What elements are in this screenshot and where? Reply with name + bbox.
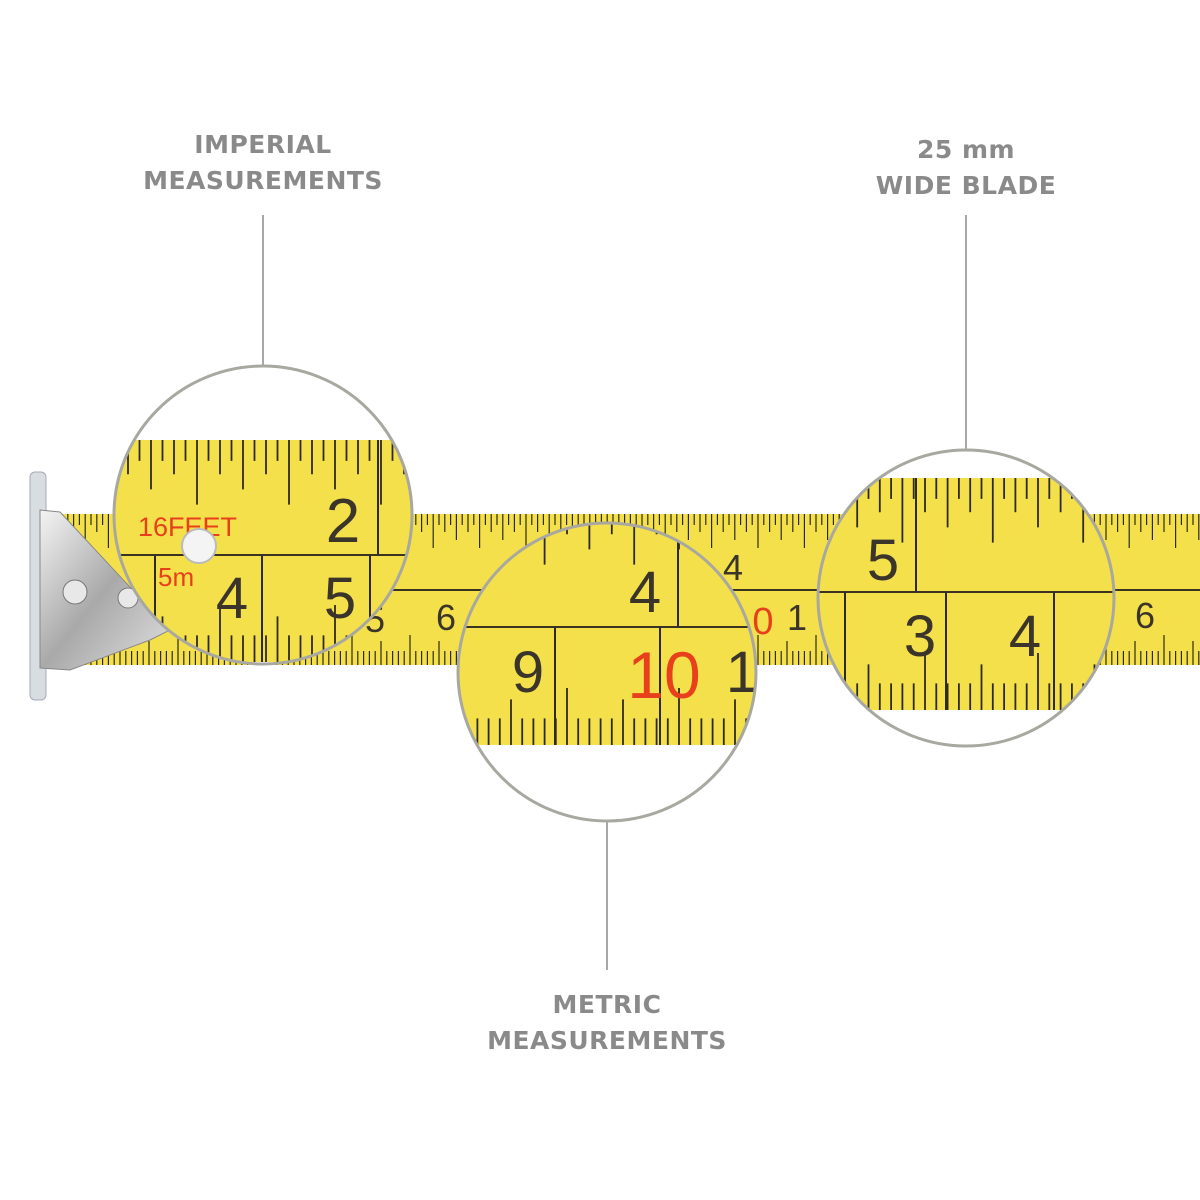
tape-number: 1 (726, 640, 758, 705)
tape-number: 4 (723, 547, 743, 588)
metric-callout-label: METRIC MEASUREMENTS (487, 987, 727, 1059)
tape-number: 5 (867, 528, 899, 593)
callout-line-2: WIDE BLADE (875, 171, 1057, 200)
length-text: 5m (158, 562, 194, 592)
tape-number: 4 (1009, 604, 1041, 669)
metric-zoom-circle: 4 9 10 1 (456, 521, 758, 823)
tape-number-red: 0 (752, 601, 773, 643)
tape-number: 9 (512, 640, 544, 705)
blade-callout-label: 25 mm WIDE BLADE (876, 132, 1057, 204)
tape-number: 5 (324, 566, 356, 631)
tape-hook (29, 471, 171, 701)
blade-zoom-circle: 5 3 4 (816, 448, 1116, 748)
tape-number: 4 (629, 560, 661, 625)
callout-line-1: METRIC (552, 990, 662, 1019)
callout-line-2: MEASUREMENTS (487, 1026, 727, 1055)
imperial-zoom-circle: 2 16FEET 5m 4 5 (112, 364, 414, 666)
tape-number: 2 (326, 487, 360, 556)
callout-line-2: MEASUREMENTS (143, 166, 383, 195)
tape-number: 1 (787, 597, 807, 638)
tape-number: 4 (216, 566, 248, 631)
tape-number: 6 (436, 597, 456, 638)
callout-line-1: IMPERIAL (194, 130, 332, 159)
tape-number-red: 10 (627, 638, 700, 712)
rivet-icon (62, 579, 88, 605)
rivet-icon (181, 528, 217, 564)
callout-line-1: 25 mm (916, 135, 1016, 164)
tape-number: 6 (1135, 595, 1155, 636)
tape-number: 3 (904, 604, 936, 669)
imperial-callout-label: IMPERIAL MEASUREMENTS (143, 127, 383, 199)
